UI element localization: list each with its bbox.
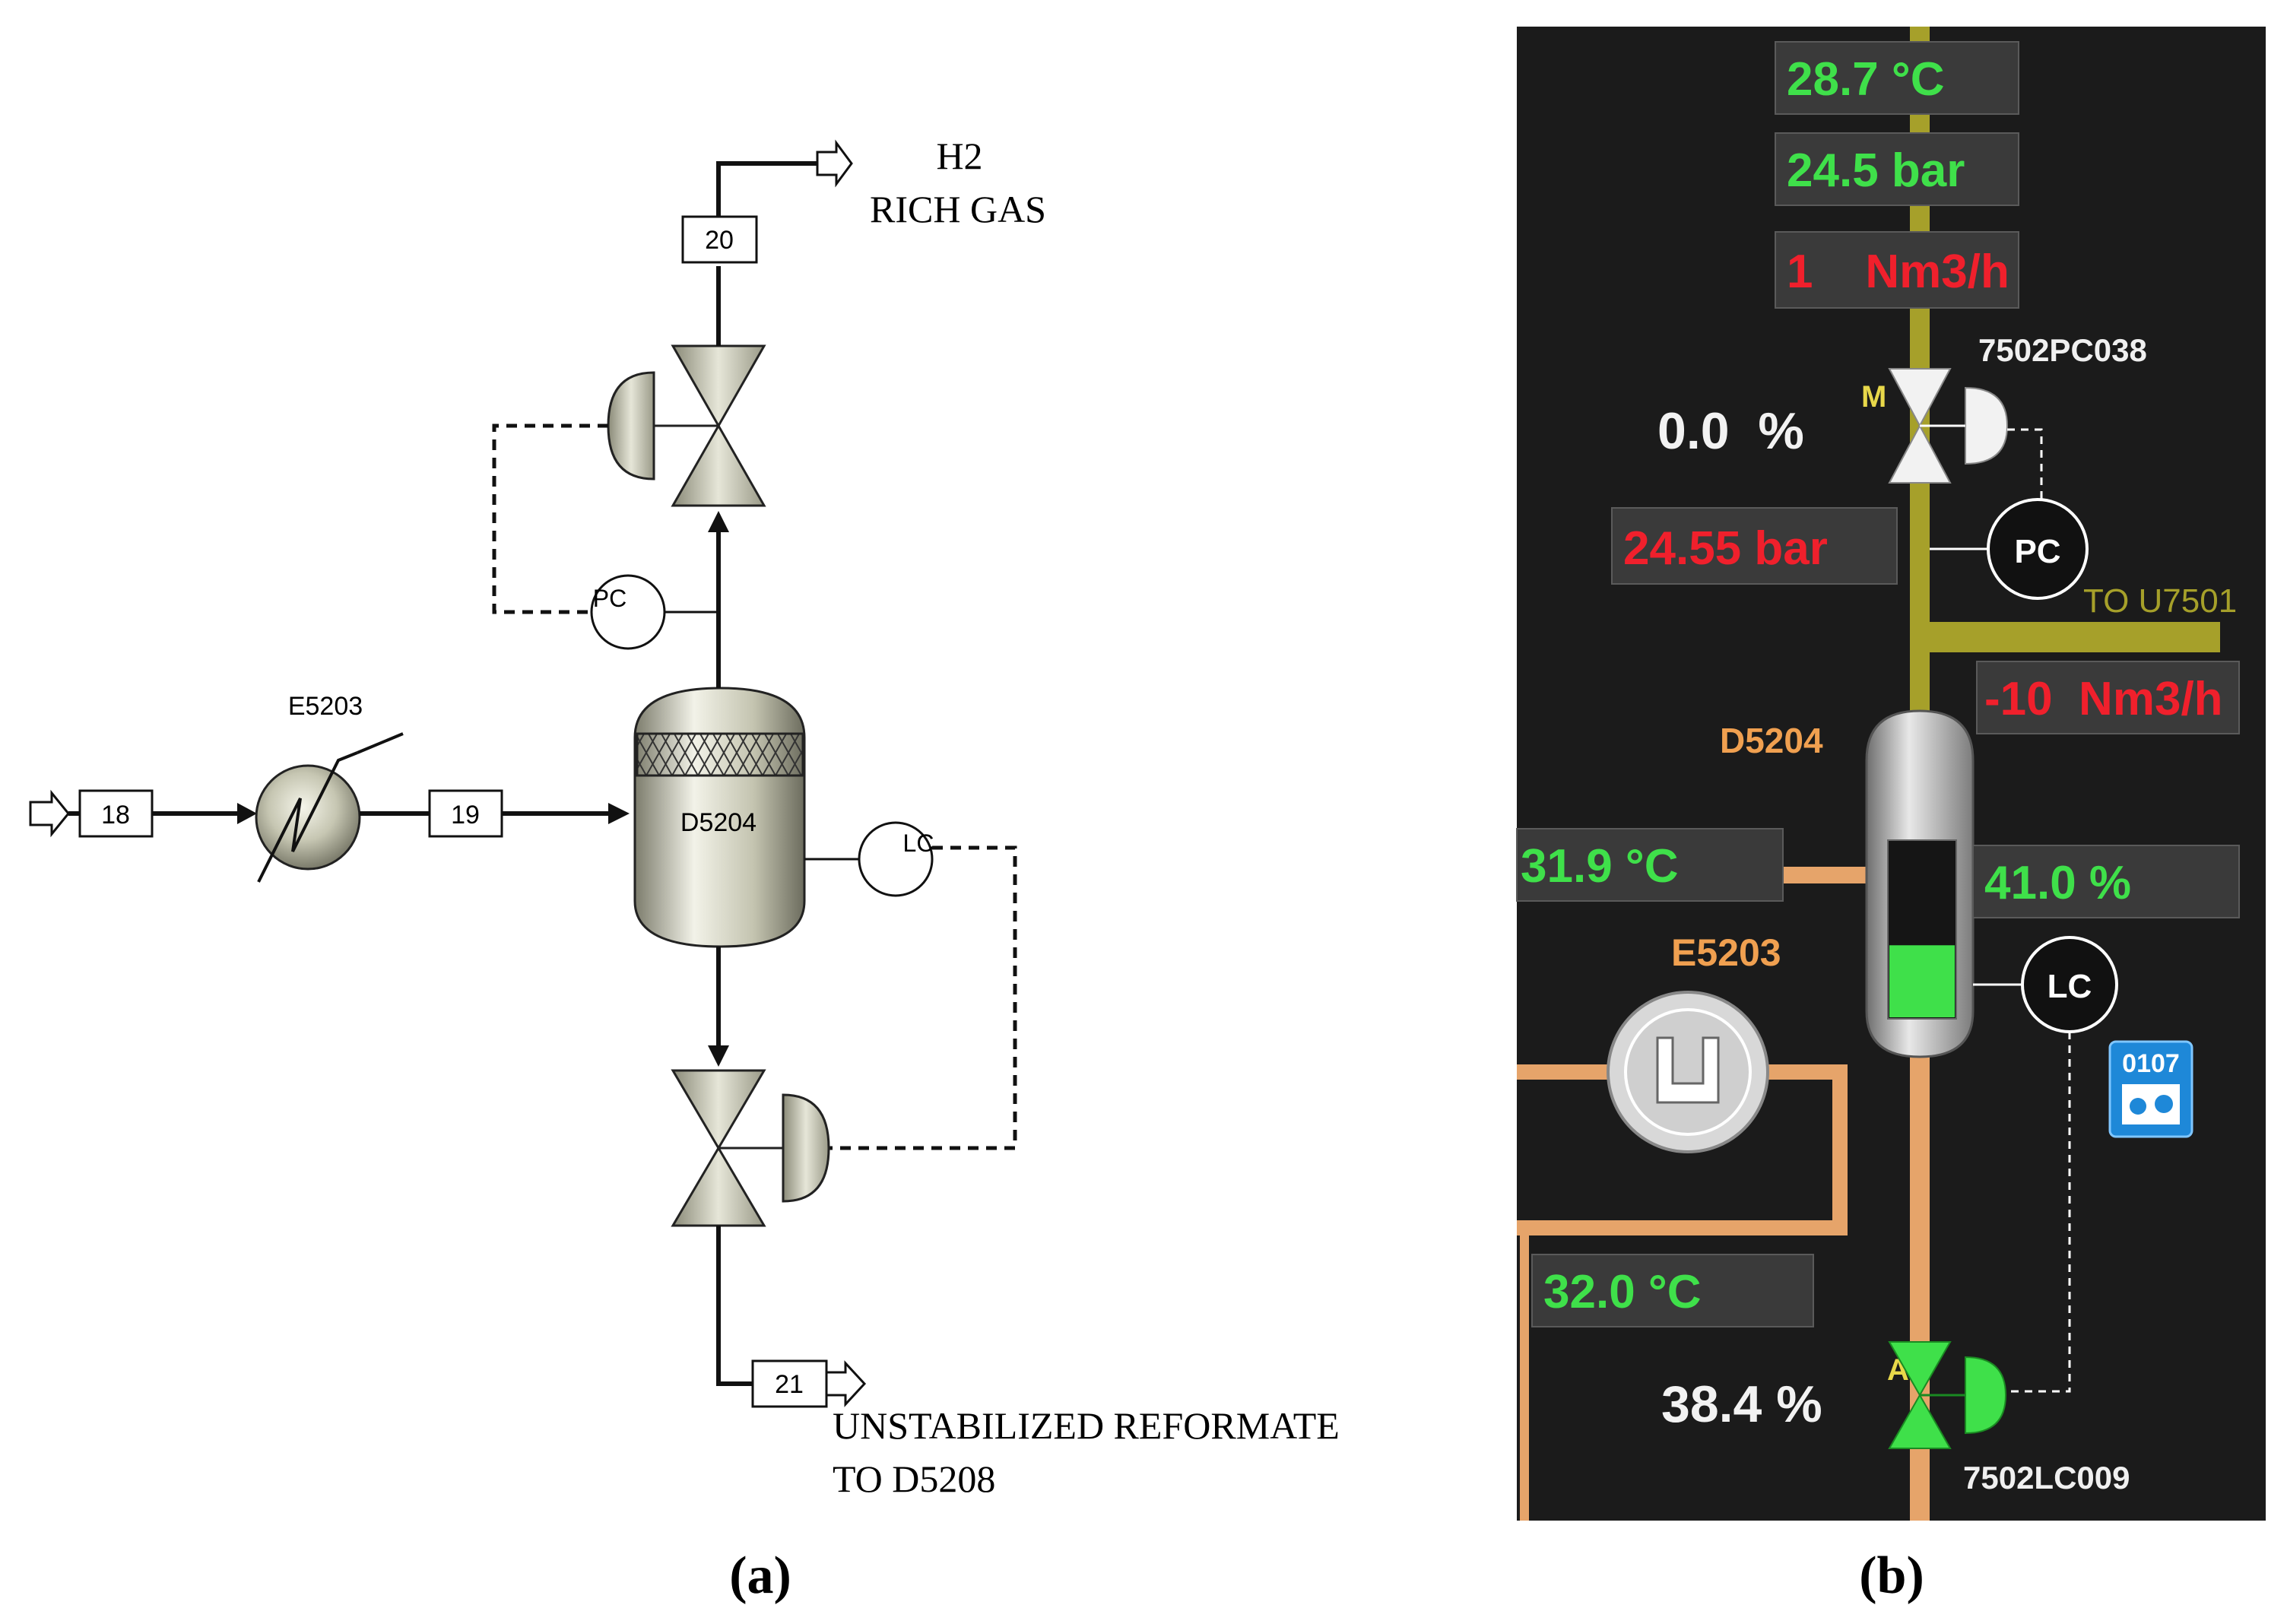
drum-label: D5204 bbox=[680, 808, 757, 837]
stream-18-label: 18 bbox=[101, 801, 130, 829]
temp-top-box bbox=[1775, 41, 2019, 115]
pc-controller bbox=[590, 574, 666, 650]
lc-label-b: LC bbox=[2048, 968, 2092, 1005]
pc-valve-actuator bbox=[1965, 386, 2009, 465]
lc-valve-percent: 38.4 % bbox=[1661, 1375, 1822, 1433]
flow-branch-value: -10 Nm3/h bbox=[1984, 673, 2223, 725]
pc-controller-b bbox=[1987, 498, 2089, 600]
feed-line-horizontal bbox=[1779, 867, 1870, 883]
stream-21-label: 21 bbox=[775, 1370, 804, 1399]
pc-valve-lower bbox=[1888, 423, 1952, 484]
pc-pressure-box bbox=[1611, 507, 1898, 585]
pc-signal-line bbox=[492, 423, 608, 614]
bottom-valve-upper bbox=[671, 1069, 766, 1150]
pc-label: PC bbox=[593, 585, 626, 612]
caption-b: (b) bbox=[1859, 1546, 1924, 1605]
stream-19-box bbox=[428, 789, 503, 838]
top-valve-actuator bbox=[607, 371, 655, 481]
inlet-arrow-icon bbox=[29, 789, 70, 838]
lc-valve-lower bbox=[1888, 1393, 1952, 1449]
pc-valve-percent: 0.0 % bbox=[1657, 402, 1804, 460]
lc-signal-line bbox=[829, 845, 1017, 1150]
exchanger-tag-b: E5203 bbox=[1671, 931, 1781, 974]
pc-tag: 7502PC038 bbox=[1978, 332, 2147, 368]
outlet-top-line2: RICH GAS bbox=[870, 188, 1046, 230]
gas-outlet-arrow-icon bbox=[816, 139, 853, 188]
liquid-line-vertical bbox=[1910, 1049, 1930, 1521]
flow-top-value: 1 Nm3/h bbox=[1787, 246, 2009, 298]
alarm-badge-label: 0107 bbox=[2122, 1049, 2180, 1078]
exchanger-bundle-icon bbox=[1656, 1036, 1720, 1104]
gas-line-branch bbox=[1920, 622, 2220, 652]
temp-in-box bbox=[1516, 828, 1784, 902]
level-value: 41.0 % bbox=[1984, 857, 2131, 909]
lc-controller bbox=[858, 821, 934, 897]
press-top-value: 24.5 bar bbox=[1787, 144, 1965, 197]
temp-in-value: 31.9 °C bbox=[1521, 840, 1678, 893]
lc-signal-line-b bbox=[2007, 1032, 2071, 1393]
top-valve-lower bbox=[671, 423, 766, 507]
exchanger-e5203 bbox=[255, 764, 361, 871]
caption-a: (a) bbox=[729, 1546, 791, 1605]
pc-mode-label: M bbox=[1861, 380, 1886, 414]
temp-top-value: 28.7 °C bbox=[1787, 53, 1944, 106]
pc-label-b: PC bbox=[2014, 533, 2060, 570]
lc-valve-upper bbox=[1888, 1341, 1952, 1397]
press-top-box bbox=[1775, 132, 2019, 206]
temp-exch-value: 32.0 °C bbox=[1543, 1266, 1701, 1318]
lc-valve-actuator bbox=[1965, 1356, 2007, 1435]
bottom-valve-lower bbox=[671, 1146, 766, 1227]
to-unit-label: TO U7501 bbox=[2083, 582, 2237, 620]
exchanger-coil-icon bbox=[257, 751, 358, 883]
outlet-bottom-line1: UNSTABILIZED REFORMATE bbox=[833, 1404, 1340, 1447]
drum-tag-b: D5204 bbox=[1720, 721, 1823, 760]
pc-pressure-value: 24.55 bar bbox=[1623, 522, 1828, 575]
stream-21-box bbox=[751, 1359, 828, 1408]
lc-label: LC bbox=[903, 829, 934, 857]
stream-19-label: 19 bbox=[451, 801, 480, 829]
lc-tag: 7502LC009 bbox=[1963, 1460, 2130, 1496]
liquid-outlet-arrow-icon bbox=[825, 1360, 867, 1407]
demister-pad bbox=[636, 732, 804, 777]
panel-a-flowsheet: 18 E5203 19 D5204 20 H2 RICH GAS bbox=[29, 135, 1340, 1605]
outlet-top-line1: H2 bbox=[936, 135, 982, 177]
level-box bbox=[1972, 845, 2240, 918]
flow-branch-box bbox=[1976, 661, 2240, 734]
bottom-valve-actuator bbox=[782, 1093, 830, 1203]
exchanger-label: E5203 bbox=[288, 692, 363, 721]
pc-valve-upper bbox=[1888, 368, 1952, 428]
top-valve-upper bbox=[671, 344, 766, 429]
pc-signal-line-b bbox=[2007, 428, 2043, 509]
level-gauge-fill bbox=[1889, 945, 1955, 1017]
panel-b-dcs-screen: 28.7 °C 24.5 bar 1 Nm3/h 7502PC038 M 0.0… bbox=[1516, 27, 2266, 1605]
outlet-bottom-line2: TO D5208 bbox=[833, 1457, 995, 1500]
temp-exch-box bbox=[1531, 1254, 1814, 1327]
flow-top-box bbox=[1775, 231, 2019, 309]
stream-20-label: 20 bbox=[705, 226, 734, 255]
